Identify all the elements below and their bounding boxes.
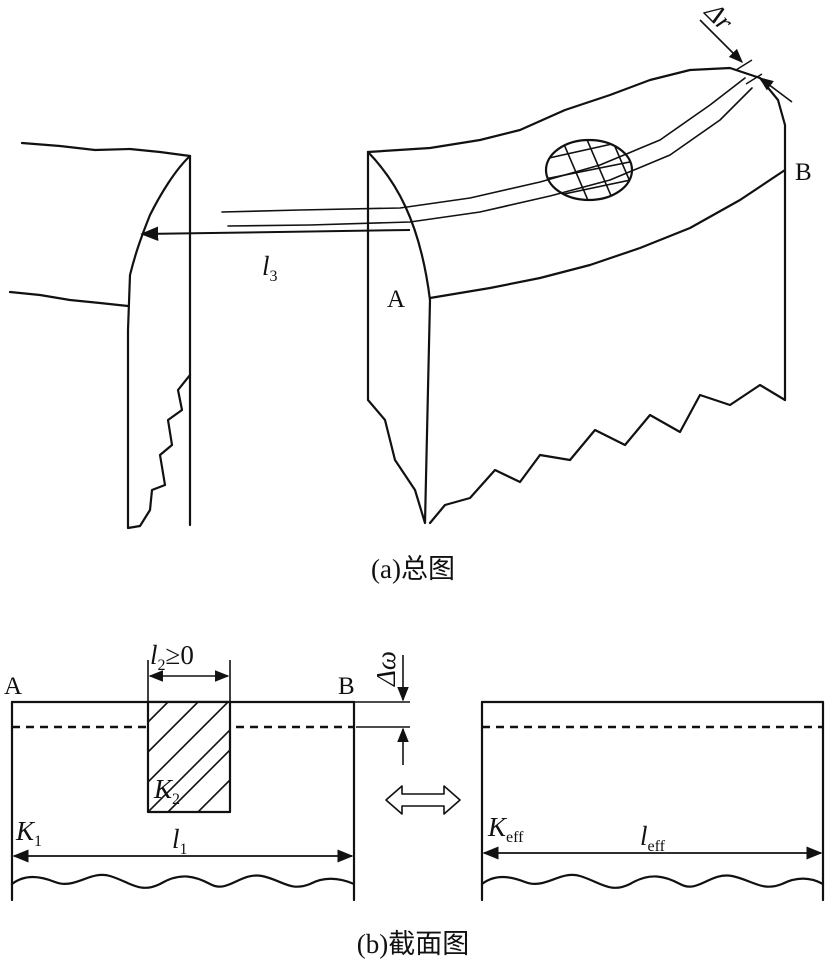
k1-label: K1 — [15, 816, 42, 850]
leff-label: leff — [640, 821, 666, 855]
k2-label: K2 — [153, 774, 180, 808]
right-section — [480, 700, 825, 902]
l2-dimension — [147, 660, 231, 702]
caption-a: (a)总图 — [371, 554, 455, 584]
l3-label: l3 — [262, 251, 278, 285]
label-b-bottom: B — [338, 673, 355, 700]
overall-view: A B l3 Δr (a)总图 — [8, 0, 812, 584]
delta-omega-label: Δω — [371, 651, 401, 687]
label-b-top: B — [795, 159, 812, 186]
equivalence-arrow — [385, 785, 461, 815]
caption-b: (b)截面图 — [357, 929, 469, 959]
k2-inclusion — [146, 700, 232, 814]
l3-arrow — [140, 226, 411, 241]
l2-label: l2≥0 — [150, 640, 194, 674]
delta-r-label: Δr — [699, 0, 740, 37]
delta-r-dimension — [699, 19, 793, 103]
label-a-bottom: A — [4, 673, 22, 700]
left-rock-block — [8, 141, 192, 530]
delta-omega-dimension — [354, 655, 410, 765]
cross-section-view: A B l2≥0 Δω K2 K1 l1 Keff leff (b)截面图 — [4, 640, 825, 959]
fracture-band — [221, 77, 753, 227]
label-a-top: A — [387, 286, 405, 313]
right-rock-block — [366, 66, 787, 525]
keff-label: Keff — [487, 812, 524, 846]
l1-label: l1 — [172, 824, 188, 858]
